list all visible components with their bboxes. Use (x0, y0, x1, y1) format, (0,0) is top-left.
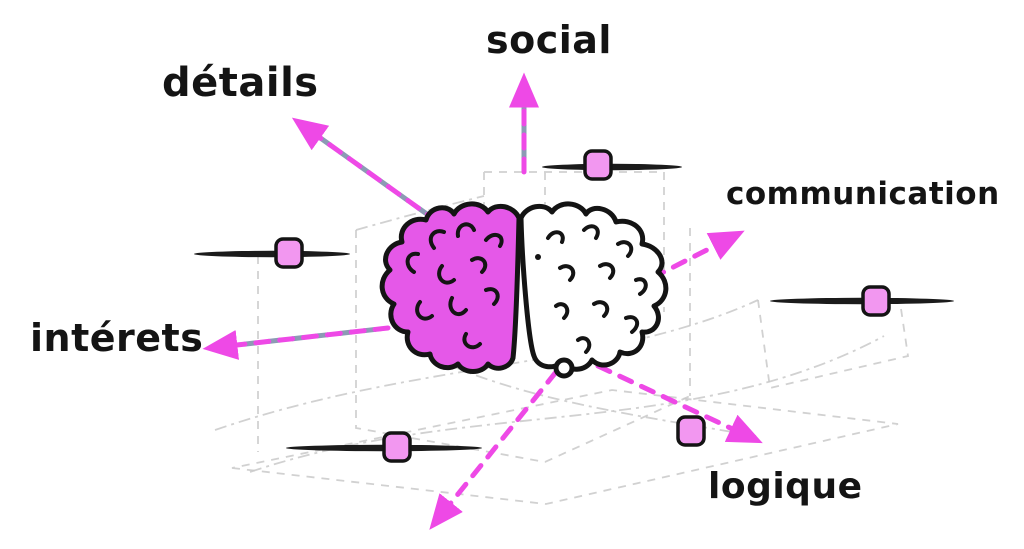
label-communication: communication (726, 176, 1000, 212)
label-logique: logique (708, 466, 863, 507)
arrow-interets (202, 325, 391, 360)
slider-knob-right[interactable] (861, 285, 891, 317)
slider-knob-logique[interactable] (676, 415, 706, 447)
slider-knob-top[interactable] (583, 149, 613, 181)
slider-track-left (194, 250, 350, 258)
arrow-communication (649, 230, 745, 281)
arrow-details (291, 117, 441, 225)
label-social: social (486, 18, 612, 62)
left-hemisphere (379, 201, 522, 374)
label-details: détails (162, 60, 319, 106)
brain-illustration (379, 201, 669, 379)
arrow-logique (595, 363, 763, 444)
arrow-interets-underlay (207, 325, 391, 351)
sliders (194, 149, 954, 463)
arrow-down-left (429, 369, 559, 530)
label-interets: intérets (30, 316, 204, 360)
slider-knob-bottom[interactable] (382, 431, 412, 463)
arrows (202, 72, 763, 530)
left-hemisphere-folds (405, 222, 504, 350)
right-hemisphere-folds (535, 224, 648, 354)
brain-stem-nub (553, 357, 575, 379)
slider-knob-left[interactable] (274, 237, 304, 269)
